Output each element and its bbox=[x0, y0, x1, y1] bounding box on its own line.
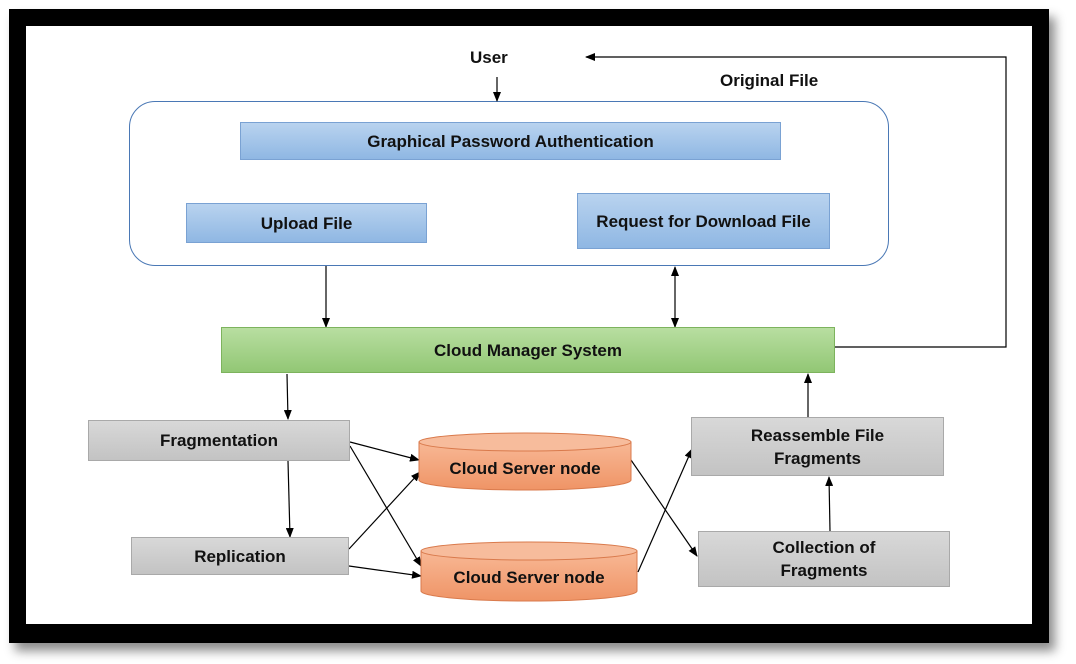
replication-box: Replication bbox=[131, 537, 349, 575]
arrow-server2-to-reassemble bbox=[637, 448, 693, 573]
upload-file-box: Upload File bbox=[186, 203, 427, 243]
arrow-manager-to-user bbox=[585, 53, 1007, 348]
reassemble-fragments-box: Reassemble File Fragments bbox=[691, 417, 944, 476]
arrow-replication-to-server2 bbox=[348, 565, 422, 579]
cloud-manager-system-box: Cloud Manager System bbox=[221, 327, 835, 373]
user-label: User bbox=[470, 48, 508, 67]
collection-fragments-box: Collection of Fragments bbox=[698, 531, 950, 587]
arrow-server1-to-collection bbox=[630, 459, 698, 557]
arrow-manager-to-fragmentation bbox=[283, 373, 292, 420]
cloud-server-1-label: Cloud Server node bbox=[449, 459, 601, 478]
arrow-fragmentation-to-server2 bbox=[349, 445, 422, 567]
request-download-box: Request for Download File bbox=[577, 193, 830, 249]
original-file-label: Original File bbox=[720, 71, 819, 90]
cloud-server-node-1: Cloud Server node bbox=[418, 432, 632, 492]
cloud-server-2-label: Cloud Server node bbox=[453, 568, 605, 587]
cloud-server-node-2: Cloud Server node bbox=[420, 541, 638, 603]
graphical-password-box: Graphical Password Authentication bbox=[240, 122, 781, 160]
arrow-fragmentation-to-replication bbox=[285, 460, 294, 538]
arrow-collection-to-reassemble bbox=[825, 476, 834, 532]
fragmentation-box: Fragmentation bbox=[88, 420, 350, 461]
arrow-fragmentation-to-server1 bbox=[349, 441, 420, 462]
arrow-replication-to-server1 bbox=[348, 471, 421, 550]
